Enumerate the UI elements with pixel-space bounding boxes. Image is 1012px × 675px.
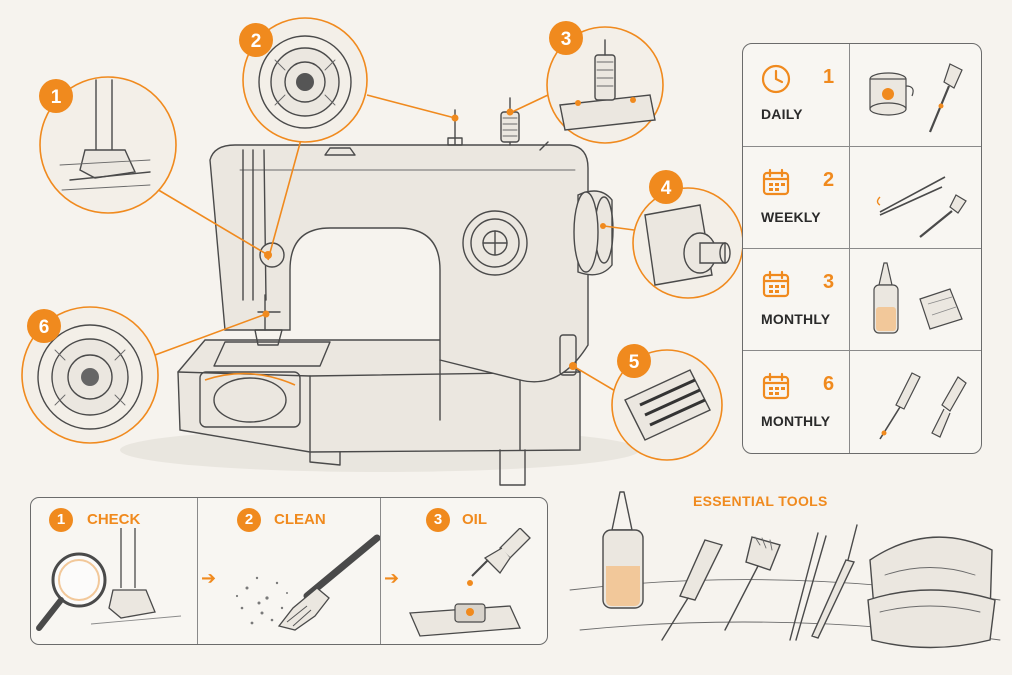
sewing-machine [177, 97, 635, 486]
callout-3-number: 3 [561, 29, 572, 50]
step-number: 1 [49, 508, 73, 532]
callout-2-bobbin-case: 2 [239, 17, 368, 143]
schedule-row-weekly: 2 WEEKLY [743, 146, 981, 249]
callout-6-number: 6 [39, 317, 50, 338]
calendar-icon [762, 270, 790, 298]
schedule-row-monthly: 3 MONTHLY [743, 248, 981, 351]
callout-3-spool-pin: 3 [546, 21, 664, 144]
arrow-icon: ➔ [201, 568, 217, 588]
step-oil: 3 OIL [380, 498, 547, 644]
schedule-label: MONTHLY [761, 311, 831, 327]
calendar-icon [762, 168, 790, 196]
schedule-label: WEEKLY [761, 209, 821, 225]
callout-4-number: 4 [661, 178, 672, 199]
callout-4-handwheel: 4 [632, 170, 744, 299]
brush-icon [277, 534, 380, 631]
magnifier-icon [36, 552, 107, 631]
presser-foot-sketch [90, 528, 182, 625]
essential-tools-title: ESSENTIAL TOOLS [693, 493, 828, 509]
schedule-number: 2 [823, 169, 835, 191]
step-label: CHECK [87, 511, 141, 528]
step-label: OIL [462, 511, 487, 528]
schedule-label: DAILY [761, 106, 803, 122]
brush-icon [931, 376, 967, 438]
step-number: 3 [426, 508, 450, 532]
maintenance-steps: 1 CHECK ➔ 2 CLEAN [30, 497, 548, 645]
maintenance-schedule: 1 DAILY [742, 43, 982, 454]
callout-2-number: 2 [251, 31, 262, 52]
schedule-label: MONTHLY [761, 413, 831, 429]
schedule-number: 6 [823, 373, 835, 395]
callout-6-bobbin-area: 6 [21, 306, 159, 444]
tweezers-icon [789, 532, 827, 641]
cloth-icon [919, 288, 963, 330]
step-check: 1 CHECK [31, 498, 198, 644]
step-clean: 2 CLEAN [197, 498, 381, 644]
seam-ripper-icon [811, 524, 858, 639]
oil-point-sketch [409, 603, 521, 637]
step-number: 2 [237, 508, 261, 532]
oil-bottle-icon [873, 262, 899, 334]
oil-bottle-icon [467, 528, 531, 586]
dust-particles [235, 576, 288, 625]
essential-tools-illustration [569, 491, 1001, 649]
tweezers-icon [876, 176, 946, 216]
screwdriver-icon [661, 539, 723, 641]
brush-icon [928, 63, 963, 133]
schedule-number: 1 [823, 66, 835, 88]
callout-5-number: 5 [629, 352, 640, 373]
callout-1-presser-foot: 1 [39, 76, 177, 214]
screwdriver-icon [879, 372, 921, 440]
cloth-icon [867, 536, 996, 649]
brush-icon [919, 194, 967, 238]
brush-icon [724, 536, 781, 631]
callout-5-feed-dogs: 5 [611, 344, 723, 461]
arrow-icon: ➔ [384, 568, 400, 588]
oil-bottle-icon [602, 491, 644, 609]
callout-1-number: 1 [51, 87, 62, 108]
step-label: CLEAN [274, 511, 326, 528]
schedule-row-daily: 1 DAILY [743, 44, 981, 146]
calendar-icon [762, 372, 790, 400]
clock-icon [761, 64, 791, 94]
bobbin-icon [869, 72, 914, 116]
schedule-number: 3 [823, 271, 835, 293]
schedule-row-six-monthly: 6 MONTHLY [743, 350, 981, 453]
